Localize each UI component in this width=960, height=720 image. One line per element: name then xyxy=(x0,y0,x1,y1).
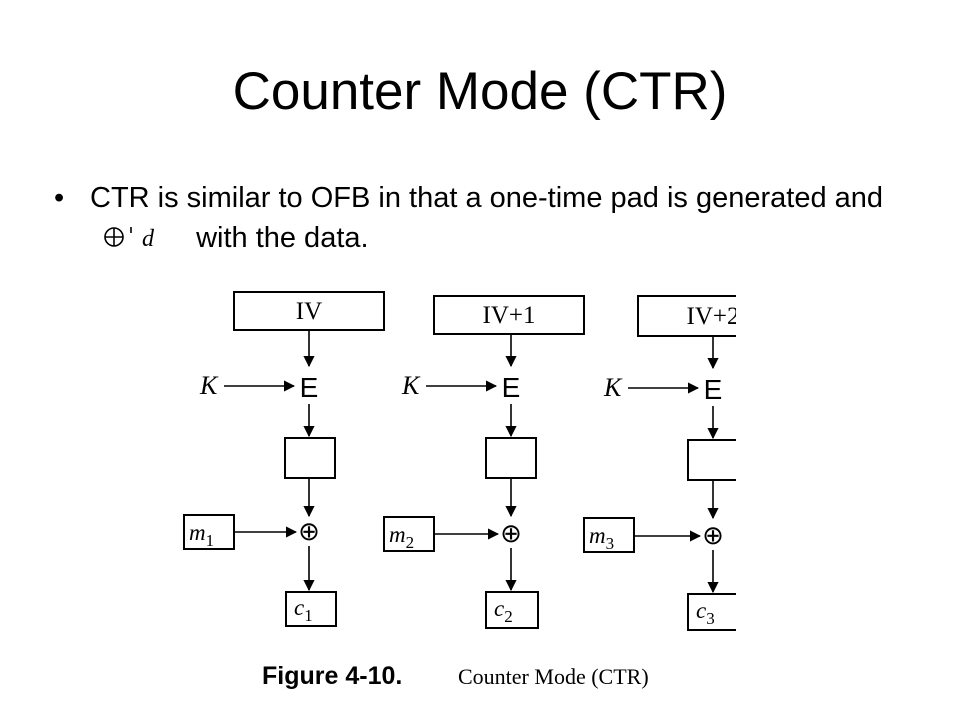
caption-label: Figure 4-10. xyxy=(262,662,402,690)
output-box-1 xyxy=(285,591,337,627)
ctr-stage-3: IV+2 K E m3 ⊕ c3 xyxy=(583,295,736,631)
xor-icon: ⊕ xyxy=(500,518,522,548)
bullet-text: CTR is similar to OFB in that a one-time… xyxy=(90,178,920,258)
xor-d-icon: d xyxy=(104,226,155,250)
message-label-1: m1 xyxy=(189,520,214,550)
xor-icon: ⊕ xyxy=(298,516,320,546)
output-box-3 xyxy=(687,593,736,631)
bullet-text-after: with the data. xyxy=(196,222,369,254)
message-box-3 xyxy=(583,517,635,553)
slide-title: Counter Mode (CTR) xyxy=(232,62,728,121)
ctr-stage-1: IV K E m1 ⊕ c1 xyxy=(183,291,385,627)
key-label-3: K xyxy=(603,373,623,402)
output-label-1: c1 xyxy=(294,595,313,625)
message-label-2: m2 xyxy=(389,522,414,552)
pad-box-1 xyxy=(284,437,336,479)
cipher-label-1: E xyxy=(300,372,319,403)
ctr-mode-diagram: IV K E m1 ⊕ c1 IV+1 K E xyxy=(176,282,736,702)
svg-text:d: d xyxy=(142,226,155,250)
caption-text: Counter Mode (CTR) xyxy=(458,664,649,689)
counter-label-1: IV xyxy=(296,298,322,325)
key-label-2: K xyxy=(401,371,421,400)
counter-label-2: IV+1 xyxy=(483,302,536,329)
output-label-2: c2 xyxy=(494,596,513,626)
xor-icon: ⊕ xyxy=(702,520,724,550)
cipher-label-3: E xyxy=(704,374,723,405)
message-label-3: m3 xyxy=(589,523,614,553)
key-label-1: K xyxy=(199,371,219,400)
output-box-2 xyxy=(485,591,539,629)
counter-box-2 xyxy=(433,295,585,335)
pad-box-2 xyxy=(485,437,537,479)
bullet-text-before: CTR is similar to OFB in that a one-time… xyxy=(90,182,884,214)
ctr-diagram-svg: IV K E m1 ⊕ c1 IV+1 K E xyxy=(183,291,736,690)
output-label-3: c3 xyxy=(696,598,715,628)
cipher-label-2: E xyxy=(502,372,521,403)
figure-caption: Figure 4-10. Counter Mode (CTR) xyxy=(262,662,649,690)
bullet-marker: • xyxy=(54,182,65,214)
pad-box-3 xyxy=(687,439,736,481)
counter-label-3: IV+2 xyxy=(687,303,736,330)
ctr-stage-2: IV+1 K E m2 ⊕ c2 xyxy=(383,295,585,629)
